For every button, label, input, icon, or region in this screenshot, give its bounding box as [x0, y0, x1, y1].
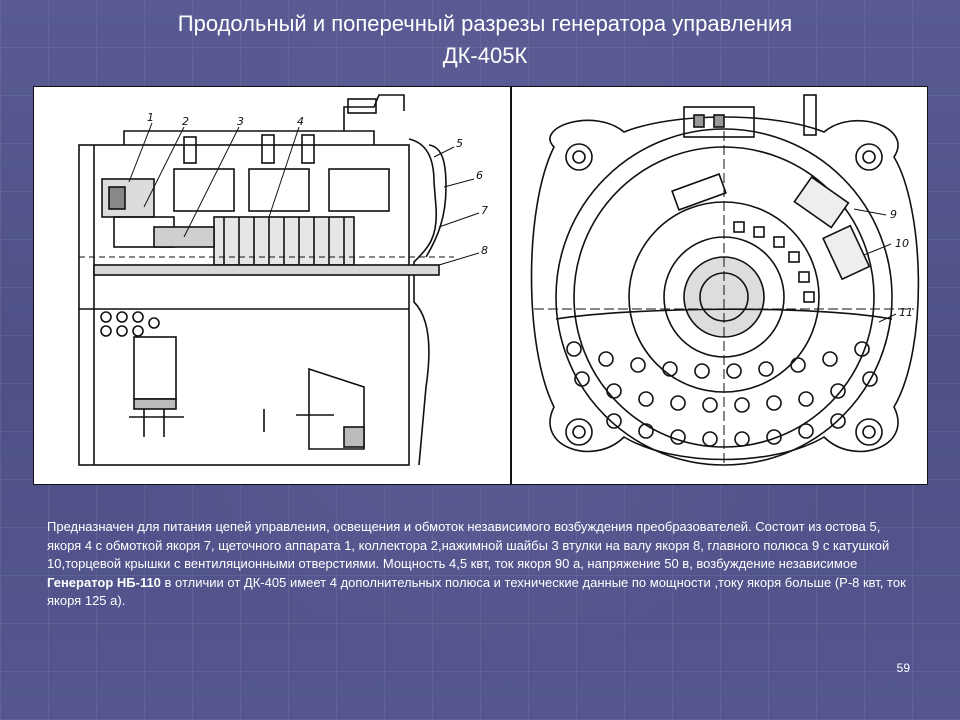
- title-line-2: ДК-405К: [442, 43, 528, 68]
- label-8: 8: [481, 244, 488, 257]
- label-7: 7: [481, 204, 488, 217]
- longitudinal-section: [78, 94, 480, 466]
- label-6: 6: [476, 169, 483, 182]
- label-11: 11: [899, 306, 913, 319]
- slide-title: Продольный и поперечный разрезы генерато…: [60, 8, 910, 72]
- description-text: Предназначен для питания цепей управлени…: [47, 518, 917, 611]
- label-1: 1: [147, 111, 154, 124]
- label-2: 2: [182, 115, 189, 128]
- title-line-1: Продольный и поперечный разрезы генерато…: [177, 11, 793, 36]
- description-paragraph-2-rest: в отличии от ДК-405 имеет 4 дополнительн…: [47, 574, 906, 609]
- generator-sections-svg: 1 2 3 4 5 6 7 8: [78, 87, 920, 484]
- label-4: 4: [297, 115, 304, 128]
- technical-drawing: 1 2 3 4 5 6 7 8: [33, 86, 928, 485]
- label-9: 9: [890, 208, 897, 221]
- right-labels: 9 10 11: [890, 208, 913, 319]
- label-5: 5: [456, 137, 463, 150]
- cross-section: [530, 94, 920, 467]
- description-paragraph-1: Предназначен для питания цепей управлени…: [47, 519, 890, 571]
- left-labels: 1 2 3 4 5 6 7 8: [147, 111, 488, 257]
- label-10: 10: [895, 237, 909, 250]
- generator-name: Генератор НБ-110: [47, 574, 161, 590]
- description-paragraph-2: Генератор НБ-110 в отличии от ДК-405 име…: [47, 574, 917, 611]
- page-number: 59: [896, 661, 910, 675]
- label-3: 3: [237, 115, 244, 128]
